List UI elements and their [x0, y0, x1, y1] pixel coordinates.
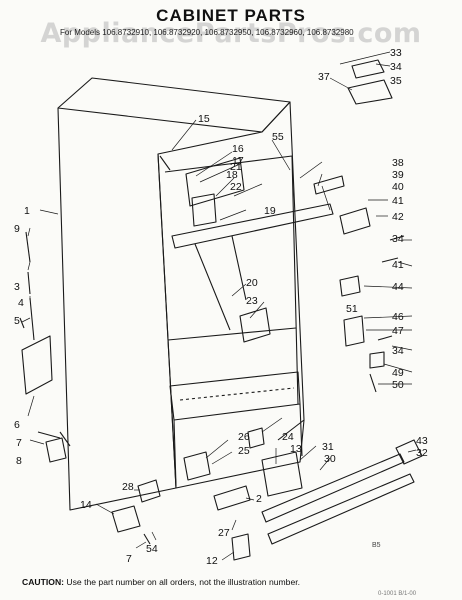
callout-8: 8	[16, 455, 22, 467]
callout-41: 41	[392, 195, 404, 207]
callout-16: 16	[232, 143, 244, 155]
divider-rail	[171, 203, 334, 331]
callout-50: 50	[392, 379, 404, 391]
left-side-hardware	[19, 231, 71, 447]
callout-38: 38	[392, 157, 404, 169]
callout-7: 7	[126, 553, 132, 565]
callout-34: 34	[392, 345, 404, 357]
callout-49: 49	[392, 367, 404, 379]
callout-33: 33	[390, 47, 402, 59]
callout-9: 9	[14, 223, 20, 235]
callout-28: 28	[122, 481, 134, 493]
callout-23: 23	[246, 295, 258, 307]
callout-42: 42	[392, 211, 404, 223]
top-hinge-assembly	[313, 59, 405, 263]
callout-46: 46	[392, 311, 404, 323]
callout-37: 37	[318, 71, 330, 83]
callout-40: 40	[392, 181, 404, 193]
callout-39: 39	[392, 169, 404, 181]
callout-2: 2	[256, 493, 262, 505]
callout-43: 43	[416, 435, 428, 447]
caution-prefix: CAUTION:	[22, 577, 65, 587]
callout-18: 18	[226, 169, 238, 181]
middle-hinge-assembly	[339, 275, 393, 393]
leader-lines	[21, 51, 417, 561]
callout-15: 15	[198, 113, 210, 125]
callout-25: 25	[238, 445, 250, 457]
callout-13: 13	[290, 443, 302, 455]
callout-17: 17	[232, 155, 244, 167]
footer-code: 0-1001 B/1-00	[378, 591, 417, 597]
callout-21: 21	[230, 161, 242, 173]
callout-35: 35	[390, 75, 402, 87]
callout-19: 19	[264, 205, 276, 217]
callout-24: 24	[282, 431, 294, 443]
callout-30: 30	[324, 453, 336, 465]
callout-51: 51	[346, 303, 358, 315]
model-list: For Models 106.8732910, 106.8732920, 106…	[60, 28, 354, 37]
callout-34: 34	[392, 233, 404, 245]
page-title: CABINET PARTS	[156, 6, 306, 25]
shelf-bracket	[239, 307, 271, 343]
callout-44: 44	[392, 281, 404, 293]
base-hardware	[45, 427, 423, 561]
callout-26: 26	[238, 431, 250, 443]
figure-mark: B5	[372, 542, 381, 549]
callout-1: 1	[24, 205, 30, 217]
cabinet-body	[57, 77, 305, 511]
callout-47: 47	[392, 325, 404, 337]
callout-6: 6	[14, 419, 20, 431]
callout-12: 12	[206, 555, 218, 567]
callout-22: 22	[230, 181, 242, 193]
caution-text: Use the part number on all orders, not t…	[66, 577, 300, 587]
callout-3: 3	[14, 281, 20, 293]
control-housing	[185, 157, 245, 227]
callout-55: 55	[272, 131, 284, 143]
callout-7: 7	[16, 437, 22, 449]
callout-4: 4	[18, 297, 24, 309]
callout-41: 41	[392, 259, 404, 271]
callout-32: 32	[416, 447, 428, 459]
callout-31: 31	[322, 441, 334, 453]
callout-20: 20	[246, 277, 258, 289]
callout-54: 54	[146, 543, 158, 555]
caution-note: CAUTION: Use the part number on all orde…	[22, 577, 300, 587]
callout-34: 34	[390, 61, 402, 73]
callout-5: 5	[14, 315, 20, 327]
callout-27: 27	[218, 527, 230, 539]
callout-14: 14	[80, 499, 92, 511]
